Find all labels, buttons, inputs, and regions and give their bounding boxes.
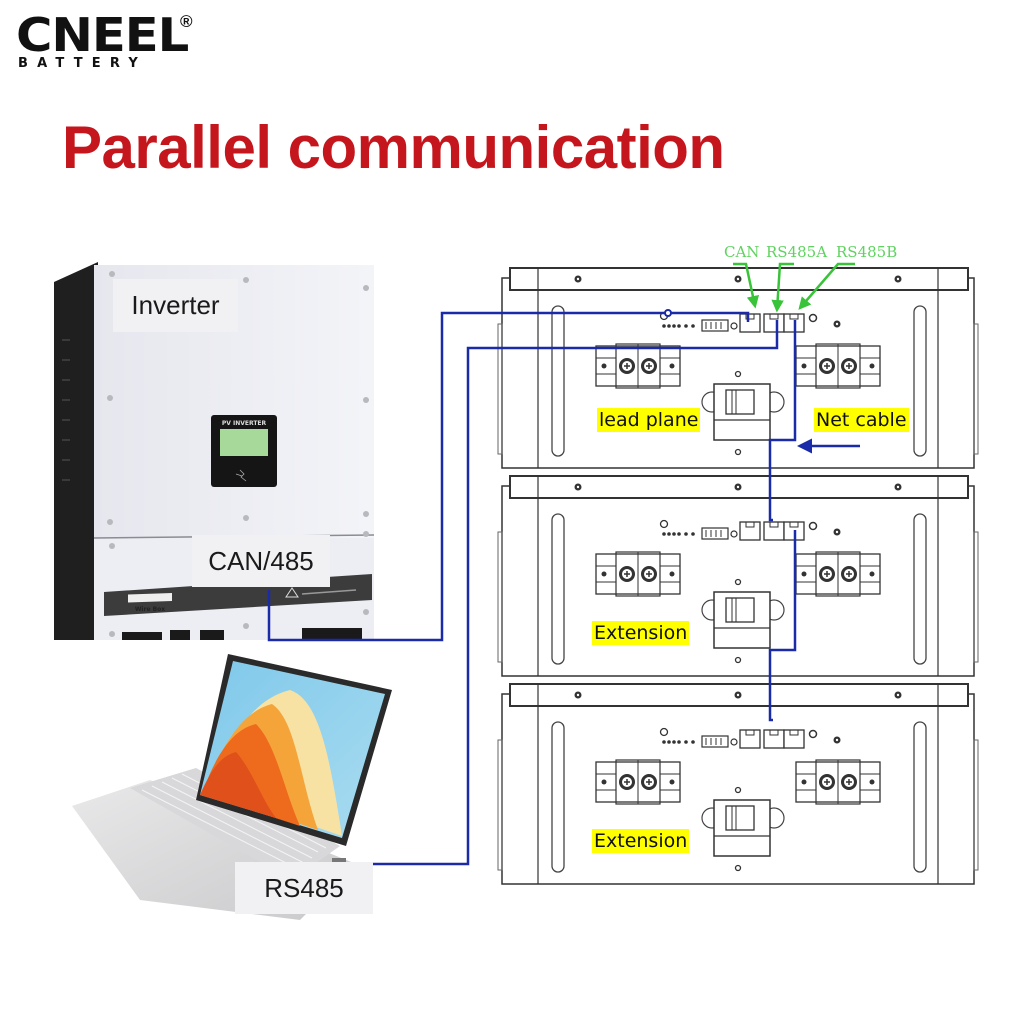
laptop-usb-port (332, 858, 346, 864)
annotation-can: CAN (724, 243, 759, 261)
laptop-port-label: RS485 (235, 862, 373, 914)
communication-cables (267, 309, 860, 866)
arrow-can (733, 262, 760, 309)
annotation-rs485a: RS485A (766, 243, 827, 261)
inverter-label: Inverter (113, 279, 238, 332)
battery-1-role-label: lead plane (597, 408, 701, 432)
wire-box-label: Wire Box (135, 606, 165, 613)
battery-module-2 (497, 475, 979, 677)
page-title: Parallel communication (62, 114, 725, 181)
registered-mark: ® (180, 12, 193, 31)
inverter-lcd (220, 429, 268, 456)
battery-2-role-label: Extension (592, 621, 690, 645)
arrow-rs485b (798, 262, 855, 310)
arrow-rs485a (771, 262, 794, 313)
inverter-heatsink (54, 262, 98, 640)
inverter-panel-label: PV INVERTER (222, 420, 267, 427)
cable-net-2-3 (768, 530, 797, 722)
laptop-device (72, 654, 392, 920)
net-cable-label: Net cable (814, 408, 909, 432)
battery-module-3 (497, 683, 979, 885)
brand-logo: CNEEL (16, 8, 189, 62)
cable-inverter-can (267, 311, 750, 642)
inverter-port-label: CAN/485 (192, 535, 330, 587)
cable-net-1-2 (768, 320, 797, 522)
port-annotations: CAN RS485A RS485B (724, 243, 897, 313)
brand-tagline: BATTERY (18, 56, 147, 71)
cable-laptop-rs485 (336, 320, 779, 866)
battery-module-1 (497, 267, 979, 469)
warning-icon (285, 587, 299, 598)
annotation-rs485b: RS485B (836, 243, 897, 261)
battery-3-role-label: Extension (592, 829, 690, 853)
